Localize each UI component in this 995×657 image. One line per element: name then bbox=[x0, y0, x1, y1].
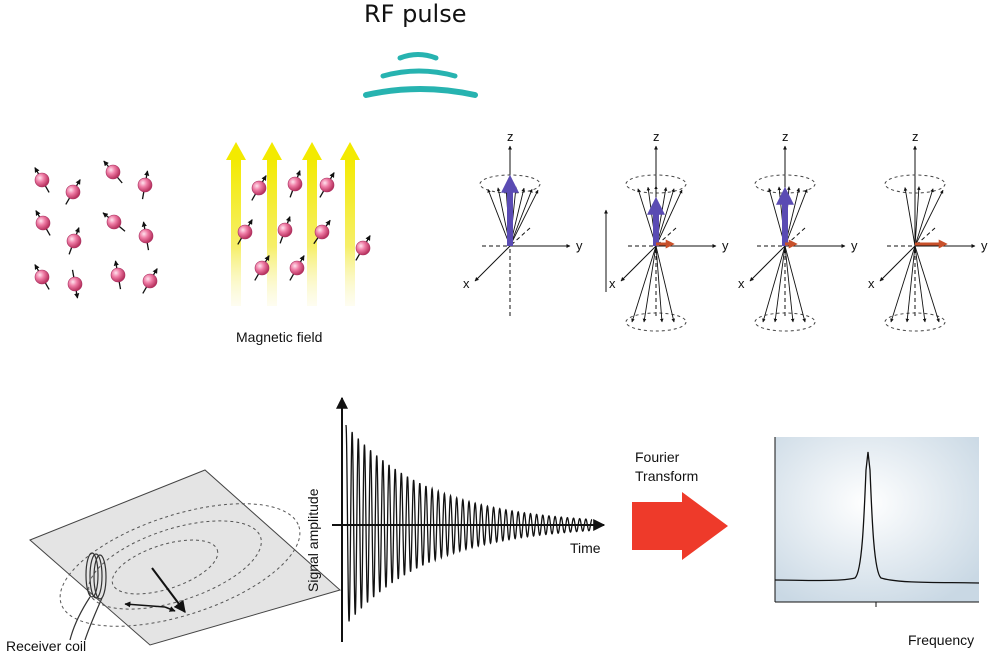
proton-spin-icon bbox=[34, 167, 50, 193]
signal-amplitude-label: Signal amplitude bbox=[305, 488, 321, 592]
x-axis-label: x bbox=[463, 276, 470, 291]
proton-spin-icon bbox=[237, 219, 253, 245]
proton-spin-icon bbox=[254, 255, 270, 281]
proton-spin-icon bbox=[35, 210, 51, 236]
z-axis-label: z bbox=[653, 129, 660, 144]
rf-pulse-label: RF pulse bbox=[364, 0, 467, 28]
frequency-label: Frequency bbox=[908, 632, 974, 648]
proton-spin-icon bbox=[65, 179, 81, 205]
proton-spin-icon bbox=[289, 255, 305, 281]
x-axis-label: x bbox=[738, 276, 745, 291]
fourier-arrow-icon bbox=[632, 492, 728, 560]
magnetic-field-arrows bbox=[226, 142, 360, 306]
x-axis-label: x bbox=[868, 276, 875, 291]
proton-spin-icon bbox=[313, 219, 331, 245]
proton-spin-icon bbox=[277, 216, 293, 244]
proton-spin-icon bbox=[103, 160, 123, 184]
proton-spin-icon bbox=[137, 170, 153, 200]
random-spins-group bbox=[34, 160, 158, 299]
field-arrow-icon bbox=[302, 142, 322, 306]
receiver-coil-label: Receiver coil bbox=[6, 638, 86, 654]
field-arrow-icon bbox=[340, 142, 360, 306]
precession-axis-system: z y x bbox=[738, 129, 858, 332]
precession-axis-system: z y x bbox=[609, 129, 729, 332]
y-axis-label: y bbox=[981, 238, 988, 253]
transform-label: Transform bbox=[635, 468, 698, 484]
proton-spin-icon bbox=[110, 260, 126, 290]
precession-axis-system: z y x bbox=[463, 129, 583, 316]
y-axis-label: y bbox=[576, 238, 583, 253]
z-axis-label: z bbox=[507, 129, 514, 144]
proton-spin-icon bbox=[142, 268, 158, 294]
proton-spin-icon bbox=[102, 212, 126, 232]
receiver-coil-plate bbox=[29, 469, 342, 646]
magnetic-field-label: Magnetic field bbox=[236, 329, 322, 345]
z-axis-label: z bbox=[782, 129, 789, 144]
field-arrow-icon bbox=[262, 142, 282, 306]
fid-signal-trace bbox=[345, 424, 593, 622]
proton-spin-icon bbox=[319, 172, 335, 198]
field-arrow-icon bbox=[226, 142, 246, 306]
spectrum-plot bbox=[774, 437, 980, 607]
time-label: Time bbox=[570, 540, 601, 556]
precession-axes-group: z y x z y x z y x z y x bbox=[463, 129, 988, 332]
y-axis-label: y bbox=[722, 238, 729, 253]
y-axis-label: y bbox=[851, 238, 858, 253]
receiver-coil-icon bbox=[69, 552, 107, 641]
proton-spin-icon bbox=[67, 269, 83, 299]
proton-spin-icon bbox=[66, 227, 82, 255]
proton-spin-icon bbox=[287, 170, 303, 198]
proton-spin-icon bbox=[34, 264, 50, 290]
proton-spin-icon bbox=[138, 221, 154, 251]
spectrum-peak-trace bbox=[774, 451, 980, 584]
x-axis-label: x bbox=[609, 276, 616, 291]
aligned-spins-group bbox=[237, 170, 371, 281]
z-axis-label: z bbox=[912, 129, 919, 144]
proton-spin-icon bbox=[251, 175, 267, 201]
rf-pulse-waves-icon bbox=[363, 52, 478, 98]
fourier-label: Fourier bbox=[635, 449, 680, 465]
precession-axis-system: z y x bbox=[868, 129, 988, 332]
proton-spin-icon bbox=[355, 235, 371, 261]
